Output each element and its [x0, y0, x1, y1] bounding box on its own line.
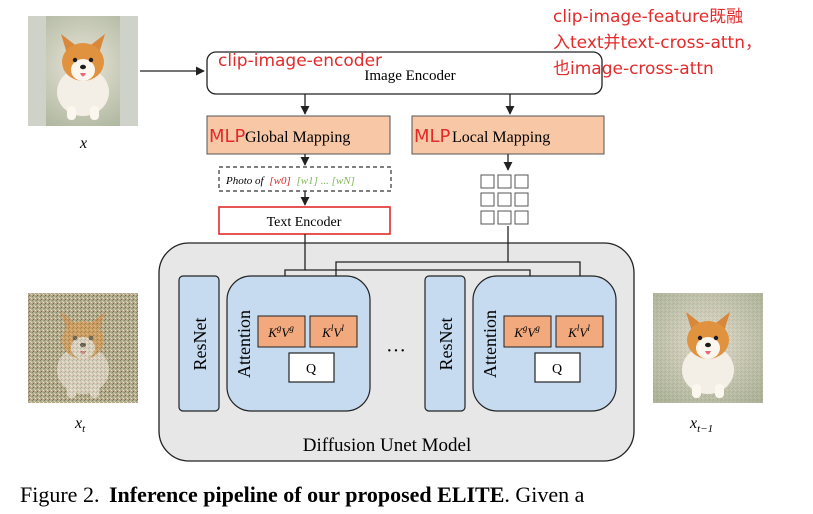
kl-vl-left-label: KlVl [321, 323, 344, 340]
resnet-left [178, 275, 220, 412]
prompt-rest: [w1] ... [wN] [297, 175, 355, 187]
image-encoder-box [206, 51, 603, 95]
q-left [288, 352, 335, 383]
prompt-text: Photo of [w0] [w1] ... [wN] [225, 175, 355, 187]
local-mapping-label: Local Mapping [452, 129, 550, 146]
caption-bold: Inference pipeline of our proposed ELITE [109, 482, 504, 507]
text-encoder-box [218, 206, 391, 235]
kg-vg-left [257, 315, 306, 348]
global-mapping-box [206, 115, 391, 155]
denoised-image-xt-1 [653, 293, 763, 403]
prompt-w0: [w0] [269, 175, 290, 187]
caption-suffix: . Given a [504, 482, 584, 507]
prompt-prefix: Photo of [225, 175, 266, 187]
figure-caption: Figure 2. Inference pipeline of our prop… [20, 482, 585, 507]
label-x: x [79, 135, 87, 152]
local-token-grid [480, 174, 529, 225]
caption-prefix: Figure 2. [20, 482, 99, 507]
annotation-feature-line2: 入text并text-cross-attn， [553, 33, 762, 53]
q-right-label: Q [552, 362, 562, 377]
attention-right-label: Attention [480, 310, 500, 378]
global-mapping-label: Global Mapping [245, 129, 350, 146]
annotation-clip-image-encoder: clip-image-encoder [218, 51, 382, 71]
resnet-right-label: ResNet [436, 318, 456, 371]
mlp-left-label: MLP [209, 126, 246, 147]
resnet-right [424, 275, 466, 412]
kl-vl-right-label: KlVl [567, 323, 590, 340]
kg-vg-right-label: KgVg [513, 323, 540, 340]
input-image-x [28, 16, 138, 126]
kl-vl-left [309, 315, 358, 348]
ellipsis: ··· [386, 340, 406, 362]
prompt-box [218, 166, 392, 192]
label-xt: xt [74, 415, 86, 435]
mlp-right-label: MLP [414, 126, 451, 147]
annotation-feature-line3: 也image-cross-attn [553, 59, 714, 79]
text-encoder-label: Text Encoder [267, 215, 342, 230]
kl-vl-right [555, 315, 604, 348]
annotation-feature-line1: clip-image-feature既融 [553, 7, 743, 27]
q-left-label: Q [306, 362, 316, 377]
kg-vg-right [503, 315, 552, 348]
unet-label: Diffusion Unet Model [303, 435, 472, 456]
label-xt-1: xt−1 [689, 415, 713, 435]
q-right [534, 352, 581, 383]
noisy-image-xt [28, 293, 138, 403]
local-mapping-box [411, 115, 605, 155]
kg-vg-left-label: KgVg [267, 323, 294, 340]
resnet-left-label: ResNet [190, 318, 210, 371]
image-encoder-label: Image Encoder [364, 68, 455, 84]
attention-left-label: Attention [234, 310, 254, 378]
